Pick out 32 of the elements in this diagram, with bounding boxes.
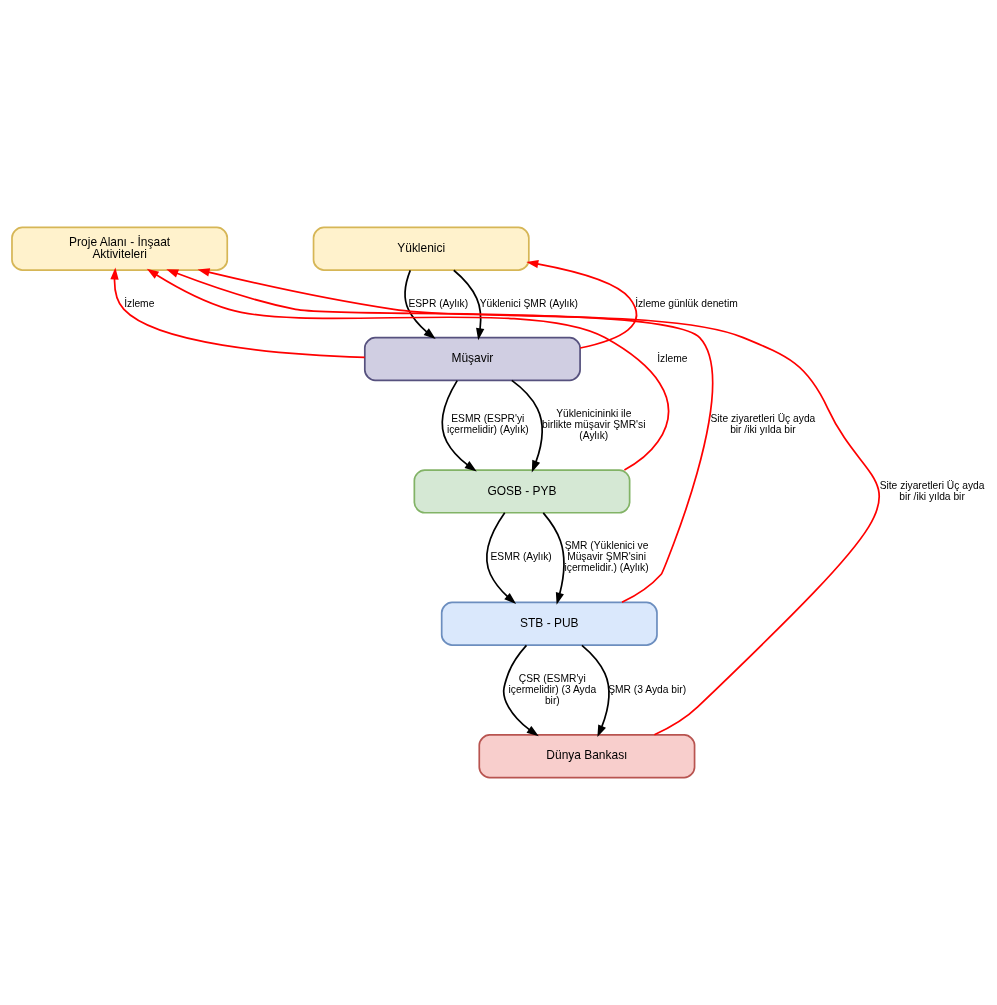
arrow bbox=[404, 269, 436, 340]
node-box: GOSB - PYB bbox=[413, 469, 631, 514]
arrow bbox=[441, 379, 477, 472]
arrow bbox=[197, 268, 880, 736]
arrow bbox=[542, 512, 565, 605]
arrow bbox=[452, 269, 485, 341]
arrow bbox=[526, 259, 638, 349]
edge-label: Yüklenicininki ile birlikte müşavir ŞMR'si (Aylık) bbox=[542, 407, 646, 441]
node-box: Proje Alanı - İnşaat Aktiviteleri bbox=[11, 226, 229, 271]
arrow bbox=[510, 379, 543, 473]
arrow bbox=[166, 269, 713, 604]
edge-label: ESMR (ESPR'yi içermelidir) (Aylık) bbox=[446, 413, 529, 436]
edge-label: İzleme bbox=[124, 297, 155, 309]
node-box: Yüklenici bbox=[312, 226, 530, 271]
edge-label: Site ziyaretleri Üç ayda bir /iki yılda bir bbox=[879, 479, 985, 502]
edge-label: ŞMR (Yüklenici ve Müşavir ŞMR'sini içermelidir.) (Aylık) bbox=[564, 540, 649, 574]
edge-label: İzleme bbox=[657, 352, 688, 364]
node-box: Müşavir bbox=[363, 336, 581, 382]
node-box: Dünya Bankası bbox=[478, 734, 696, 779]
arrow bbox=[502, 644, 539, 737]
arrow bbox=[110, 267, 366, 359]
edge-label: ŞMR (3 Ayda bir) bbox=[608, 683, 687, 695]
arrow bbox=[146, 268, 670, 471]
arrow bbox=[581, 644, 610, 738]
edge-label: Site ziyaretleri Üç ayda bir /iki yılda bir bbox=[710, 413, 816, 436]
edge-label: ESPR (Aylık) bbox=[408, 297, 469, 309]
node-box: STB - PUB bbox=[440, 601, 658, 647]
edge-label: ÇSR (ESMR'yi içermelidir) (3 Ayda bir) bbox=[508, 672, 597, 706]
edge-label: İzleme günlük denetim bbox=[635, 297, 738, 309]
edge-label: Yüklenici ŞMR (Aylık) bbox=[479, 297, 579, 309]
arrow bbox=[486, 511, 517, 604]
edge-label: ESMR (Aylık) bbox=[490, 551, 552, 563]
